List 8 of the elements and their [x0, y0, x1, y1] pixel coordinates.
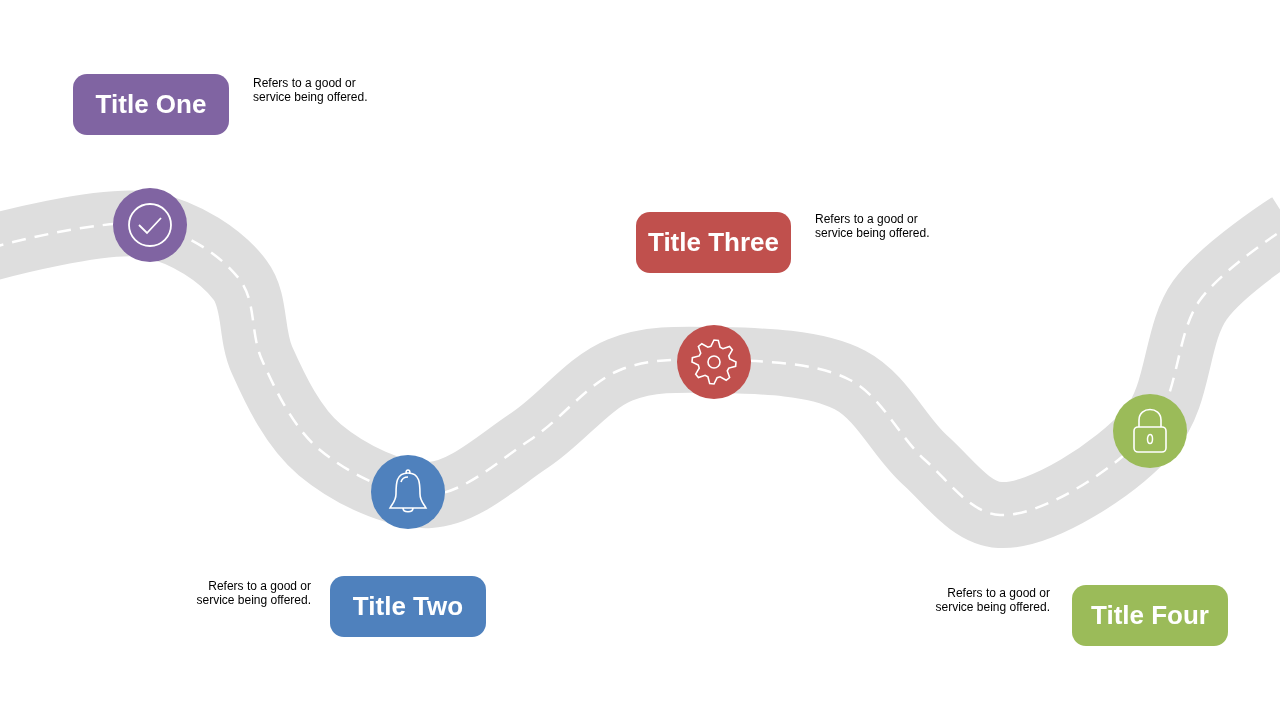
description-text: Refers to a good or service being offered.: [934, 586, 1050, 614]
title-label: Title Three: [636, 212, 791, 273]
description-text: Refers to a good or service being offered.: [815, 212, 931, 240]
description-text: Refers to a good or service being offered.: [253, 76, 369, 104]
title-label: Title One: [73, 74, 229, 135]
title-label: Title Four: [1072, 585, 1228, 646]
title-label: Title Two: [330, 576, 486, 637]
description-text: Refers to a good or service being offered.: [195, 579, 311, 607]
